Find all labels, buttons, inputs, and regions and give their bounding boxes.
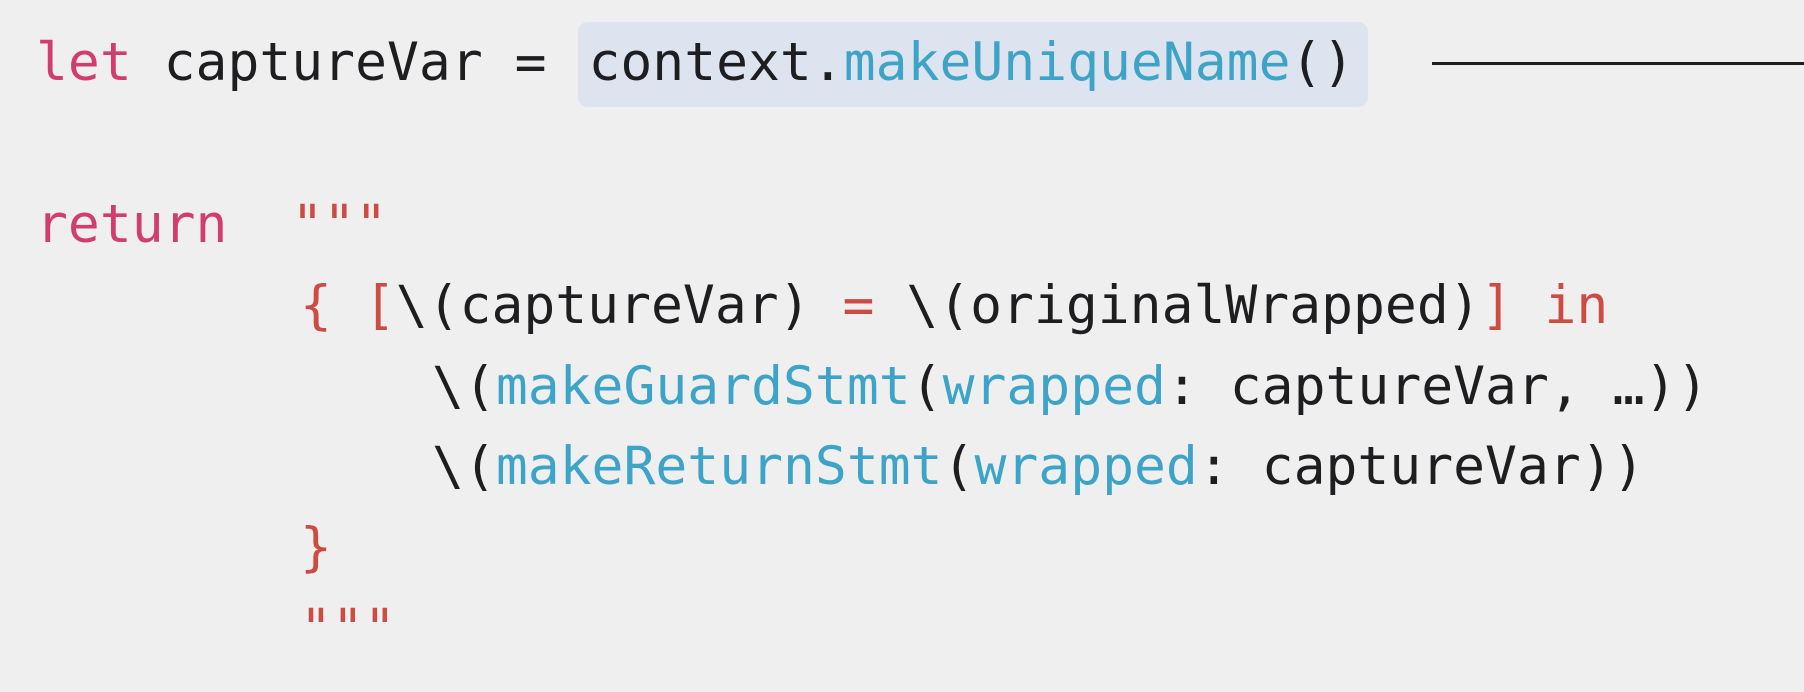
highlighted-expression: context.makeUniqueName() <box>578 22 1369 107</box>
code-line-2: return""" <box>36 198 387 251</box>
context-object: context. <box>588 32 844 93</box>
code-line-1: let captureVar = context.makeUniqueName(… <box>36 22 1369 107</box>
assignment-operator: = <box>842 275 875 336</box>
closure-close-brace: } <box>300 517 332 578</box>
call-parens: () <box>1290 32 1355 93</box>
interpolation-open: \( <box>432 436 496 497</box>
code-line-7: """ <box>300 602 396 655</box>
paren-open: ( <box>910 356 943 417</box>
open-triple-quotes: """ <box>291 194 388 255</box>
make-guard-stmt-call: makeGuardStmt <box>495 356 911 417</box>
interpolation-original-wrapped: \(originalWrapped) <box>874 275 1481 336</box>
closure-open: { [ <box>300 275 396 336</box>
close-triple-quotes: """ <box>300 598 396 659</box>
make-return-stmt-call: makeReturnStmt <box>495 436 943 497</box>
keyword-return: return <box>36 194 228 255</box>
code-line-6: } <box>300 521 332 574</box>
capture-var-declaration: captureVar = <box>131 32 579 93</box>
wrapped-label: wrapped <box>974 436 1198 497</box>
code-line-5: \(makeReturnStmt(wrapped: captureVar)) <box>432 440 1645 493</box>
paren-open: ( <box>942 436 975 497</box>
make-unique-name-call: makeUniqueName <box>843 32 1291 93</box>
return-arguments: : captureVar)) <box>1197 436 1645 497</box>
keyword-let: let <box>36 32 132 93</box>
interpolation-open: \( <box>432 356 496 417</box>
interpolation-capture-var: \(captureVar) <box>395 275 843 336</box>
capture-list-close-in: ] in <box>1480 275 1609 336</box>
guard-arguments: : captureVar, …)) <box>1165 356 1709 417</box>
code-line-4: \(makeGuardStmt(wrapped: captureVar, …)) <box>432 360 1708 413</box>
wrapped-label: wrapped <box>942 356 1166 417</box>
callout-pointer-line <box>1432 62 1804 65</box>
code-line-3: { [\(captureVar) = \(originalWrapped)] i… <box>300 279 1608 332</box>
